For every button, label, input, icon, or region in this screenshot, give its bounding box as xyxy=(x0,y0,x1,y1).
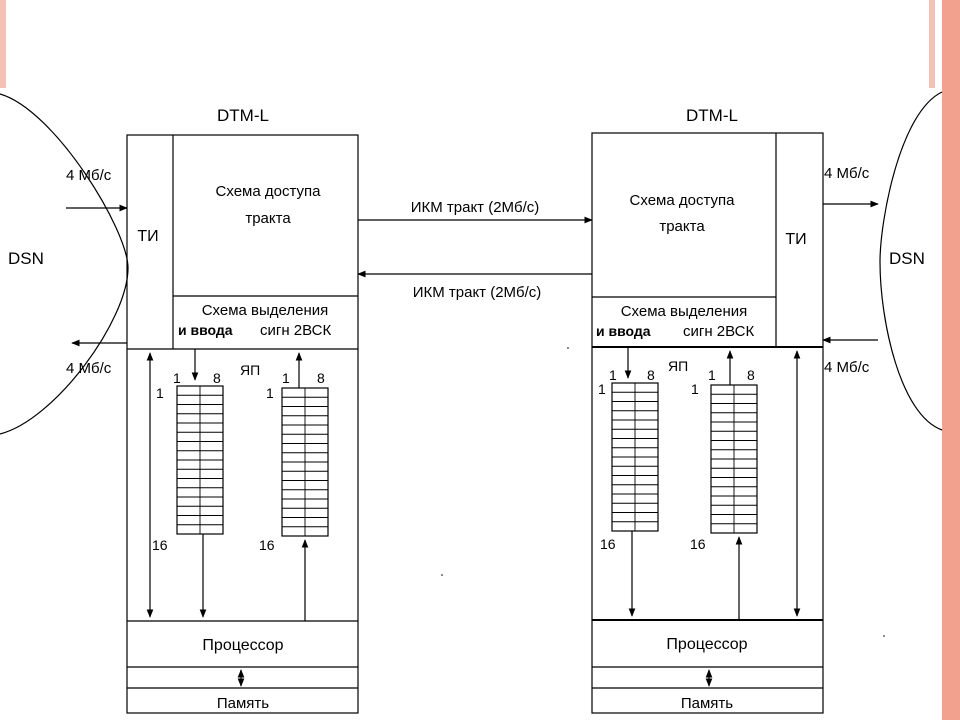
access-right-line1: Схема доступа xyxy=(630,192,736,209)
dtm-right-block xyxy=(591,132,824,714)
dtm-left-block xyxy=(126,134,359,714)
yap-left-label: ЯП xyxy=(240,362,260,378)
q2-left-col-first: 1 xyxy=(282,370,290,386)
rate-left-out: 4 Мб/с xyxy=(66,360,112,377)
dsn-left-ellipse xyxy=(0,93,129,435)
rate-right-out: 4 Мб/с xyxy=(824,165,870,182)
dsn-left-label: DSN xyxy=(8,249,44,268)
rate-left-in: 4 Мб/с xyxy=(66,167,112,184)
q2-right-row-last: 16 xyxy=(690,536,706,552)
extract-left-line2a: и ввода xyxy=(178,322,233,338)
q2-left-row-last: 16 xyxy=(259,537,275,553)
slide-frame-right xyxy=(942,0,960,720)
q1-right-col-last: 8 xyxy=(647,367,655,383)
pcm-backward-label: ИКМ тракт (2Мб/с) xyxy=(413,284,542,301)
q1-right-row-first: 1 xyxy=(598,381,606,397)
rate-right-in: 4 Мб/с xyxy=(824,359,870,376)
q1-right-row-last: 16 xyxy=(600,536,616,552)
memory-right: Память xyxy=(681,695,733,712)
q1-right-col-first: 1 xyxy=(609,367,617,383)
extract-left-line2b: сигн 2ВСК xyxy=(260,322,331,339)
q2-right-row-first: 1 xyxy=(691,381,699,397)
extract-right-line2a: и ввода xyxy=(596,323,651,339)
q1-left-col-last: 8 xyxy=(213,370,221,386)
access-left-line2: тракта xyxy=(245,210,291,227)
yap-right-label: ЯП xyxy=(668,358,688,374)
q2-left-row-first: 1 xyxy=(266,385,274,401)
dsn-right-ellipse xyxy=(879,91,943,431)
ti-left-label: ТИ xyxy=(137,228,158,245)
q2-left-col-last: 8 xyxy=(317,370,325,386)
q1-left-row-first: 1 xyxy=(156,385,164,401)
access-right-line2: тракта xyxy=(659,218,705,235)
slide-frame-top xyxy=(0,0,935,88)
processor-left: Процессор xyxy=(202,637,283,654)
title-right: DTM-L xyxy=(686,106,738,125)
processor-right: Процессор xyxy=(666,636,747,653)
q2-right-col-last: 8 xyxy=(747,367,755,383)
q1-left-col-first: 1 xyxy=(173,370,181,386)
memory-left: Память xyxy=(217,695,269,712)
extract-right-line2b: сигн 2ВСК xyxy=(683,323,754,340)
dsn-right-label: DSN xyxy=(889,249,925,268)
title-left: DTM-L xyxy=(217,106,269,125)
q1-left-row-last: 16 xyxy=(152,537,168,553)
q2-right-col-first: 1 xyxy=(708,367,716,383)
extract-right-line1: Схема выделения xyxy=(621,303,748,320)
pcm-forward-label: ИКМ тракт (2Мб/с) xyxy=(411,199,540,216)
ti-right-label: ТИ xyxy=(785,231,806,248)
extract-left-line1: Схема выделения xyxy=(202,302,329,319)
access-left-line1: Схема доступа xyxy=(216,183,322,200)
